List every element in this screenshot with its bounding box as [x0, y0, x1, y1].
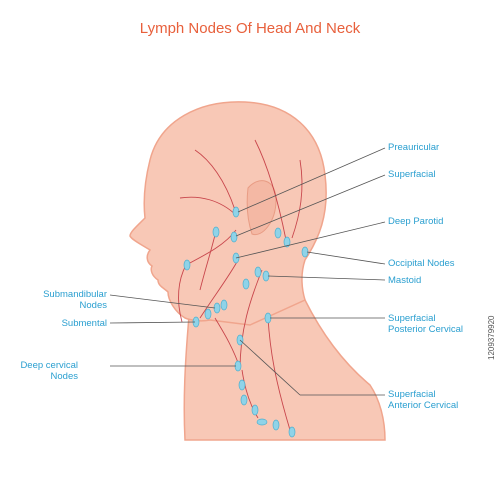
leader-deep-parotid — [235, 221, 386, 259]
lymph-node — [256, 418, 268, 426]
lymph-node — [240, 394, 248, 406]
leader-superfacial — [235, 174, 386, 237]
label-superfacial-posterior-cervical: Superfacial Posterior Cervical — [388, 313, 463, 335]
diagram-title: Lymph Nodes Of Head And Neck — [139, 20, 361, 37]
lymph-node — [183, 259, 191, 271]
leader-mastoid — [267, 275, 386, 281]
label-submandibular-nodes: Submandibular Nodes — [43, 289, 107, 311]
label-preauricular: Preauricular — [388, 142, 440, 153]
leader-submental — [109, 321, 196, 324]
vessel — [239, 269, 263, 371]
lymph-node — [238, 379, 246, 391]
ear-shape — [246, 180, 277, 236]
lymph-node — [242, 278, 250, 290]
vessel — [254, 139, 287, 241]
label-submental: Submental — [61, 318, 107, 329]
stock-id-watermark: 1209379920 — [487, 315, 496, 361]
vessel — [194, 149, 236, 211]
lymph-node — [230, 231, 238, 243]
label-superfacial-anterior-cervical: Superfacial Anterior Cervical — [388, 389, 459, 411]
vessel — [178, 264, 187, 323]
lymph-node — [272, 419, 280, 431]
lymph-node — [274, 227, 282, 239]
lymph-node — [283, 236, 291, 248]
vessel — [179, 196, 237, 216]
lymph-node — [220, 299, 228, 311]
leader-lines — [109, 147, 386, 396]
lymph-node — [288, 426, 296, 438]
neck-shoulder-silhouette — [183, 299, 386, 441]
label-deep-parotid: Deep Parotid — [388, 216, 444, 227]
vessel — [199, 234, 216, 291]
vessel — [267, 317, 291, 431]
leader-occipital — [306, 251, 386, 265]
vessel — [199, 259, 239, 319]
lymph-node — [212, 226, 220, 238]
vessel — [291, 159, 303, 239]
label-superfacial: Superfacial — [388, 169, 436, 180]
lymph-node — [254, 266, 262, 278]
label-occipital-nodes: Occipital Nodes — [388, 258, 455, 269]
leader-anterior-cervical — [239, 339, 301, 396]
lymph-node — [204, 308, 212, 320]
lymph-node — [251, 404, 259, 416]
leader-preauricular — [237, 147, 386, 213]
label-deep-cervical-nodes: Deep cervical Nodes — [20, 360, 78, 382]
head-silhouette — [129, 101, 327, 326]
label-mastoid: Mastoid — [388, 275, 422, 286]
leader-submandibular — [109, 294, 216, 309]
